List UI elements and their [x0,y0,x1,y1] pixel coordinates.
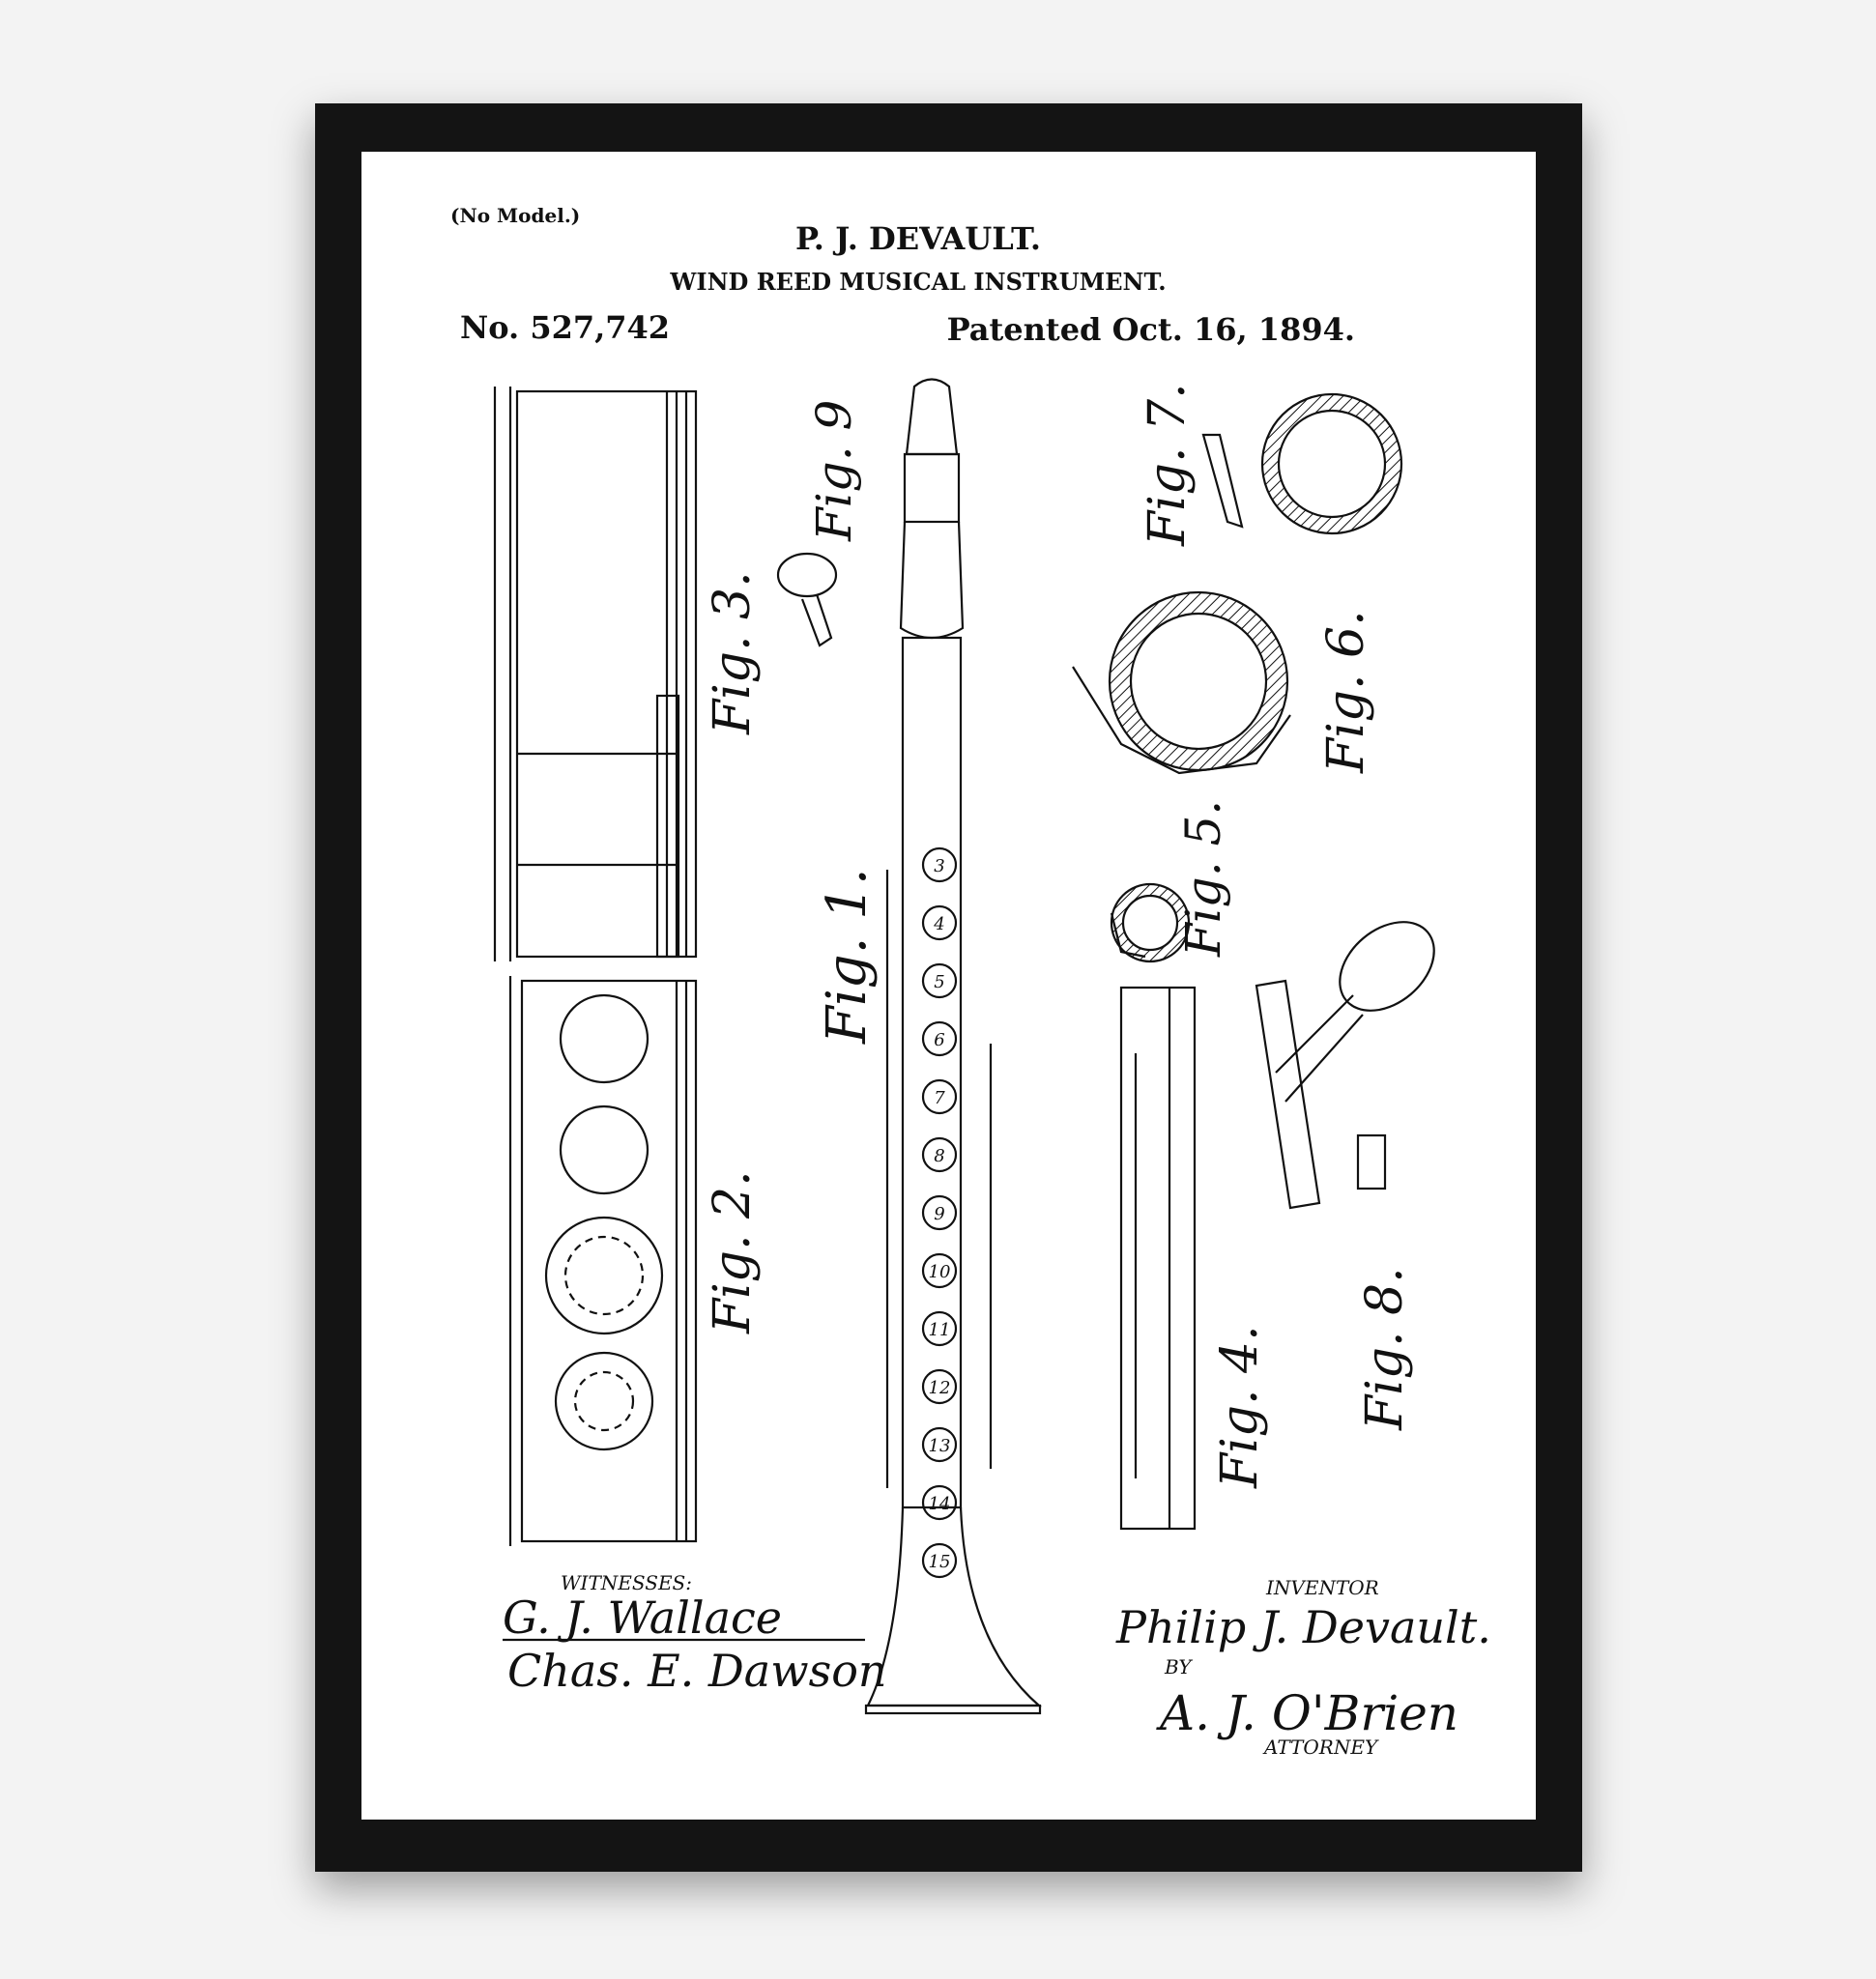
tone-hole-number: 4 [933,914,944,934]
fig1-label: Fig. 1. [816,868,879,1045]
tone-hole [921,1426,958,1463]
attorney-label: ATTORNEY [1262,1735,1379,1759]
tone-hole-number: 8 [934,1146,944,1166]
fig6-label: Fig. 6. [1317,610,1375,774]
inventor-name: P. J. DEVAULT. [795,220,1041,257]
tone-hole [921,1194,958,1231]
fig5-ring-drawing [1110,882,1191,963]
tone-hole [921,1020,958,1057]
tone-hole [921,1484,958,1521]
fig1-clarinet-drawing: 3 4 5 6 7 8 9 10 11 12 13 14 15 [864,378,1042,1715]
tone-hole [921,846,958,883]
patent-number: No. 527,742 [460,309,670,346]
fig2-label: Fig. 2. [704,1170,762,1334]
fig4-label: Fig. 4. [1211,1325,1269,1489]
inventor-label: INVENTOR [1265,1576,1379,1599]
tone-hole-number: 3 [934,856,944,876]
fig7-ring-drawing [1201,392,1403,535]
fig8-label: Fig. 8. [1356,1267,1414,1431]
fig9-label: Fig. 9 [806,400,862,542]
tone-hole [921,1078,958,1115]
tone-hole-number: 6 [934,1030,944,1050]
fig9-key-drawing [776,552,838,647]
tone-hole-number: 10 [929,1262,951,1282]
tone-hole-number: 11 [929,1320,951,1340]
fig2-drawing [508,976,698,1546]
tone-hole-number: 7 [934,1088,945,1108]
tone-hole-number: 9 [934,1204,944,1224]
inventor-signature: Philip J. Devault. [1115,1601,1491,1653]
fig7-label: Fig. 7. [1139,383,1197,547]
tone-hole-number: 5 [934,972,944,992]
tone-hole [921,1252,958,1289]
by-label: BY [1164,1655,1193,1678]
tone-hole-number: 13 [929,1436,951,1456]
tone-hole [921,1368,958,1405]
patent-title: WIND REED MUSICAL INSTRUMENT. [669,268,1166,296]
witness1-signature: G. J. Wallace [503,1592,782,1644]
tone-hole [921,1136,958,1173]
tone-hole-number: 12 [929,1378,951,1398]
witnesses-label: WITNESSES: [561,1571,692,1594]
fig3-label: Fig. 3. [704,571,762,735]
model-note: (No Model.) [450,204,580,227]
fig3-drawing [493,387,698,961]
fig4-drawing [1119,986,1197,1531]
tone-hole [921,1310,958,1347]
tone-hole [921,962,958,999]
tone-hole [921,904,958,941]
tone-hole [921,1542,958,1579]
tone-hole-number: 14 [929,1494,951,1514]
fig5-label: Fig. 5. [1175,800,1231,958]
fig6-ring-drawing [1072,590,1291,775]
witness2-signature: Chas. E. Dawson [507,1645,887,1697]
attorney-signature: A. J. O'Brien [1156,1685,1458,1741]
tone-hole-number: 15 [929,1552,951,1572]
fig8-key-drawing [1255,921,1435,1210]
patent-date: Patented Oct. 16, 1894. [947,311,1355,348]
